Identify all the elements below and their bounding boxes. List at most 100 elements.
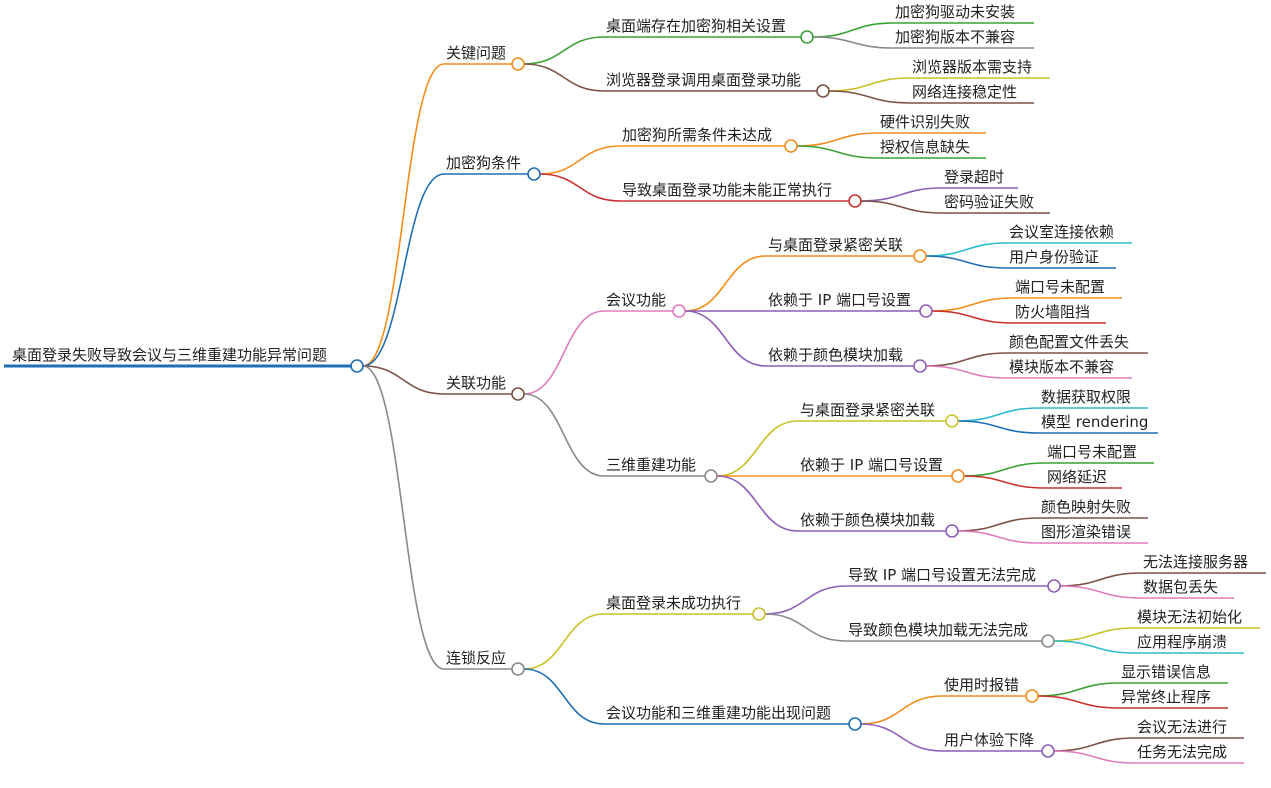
branch-connector [1053,750,1136,764]
leaf-topic-label: 颜色映射失败 [1041,498,1131,516]
branch-topic-label: 依赖于颜色模块加载 [800,511,935,529]
branch-connector [860,723,943,752]
branch-topic-label: 与桌面登录紧密关联 [800,401,935,419]
branch-topic-label: 三维重建功能 [606,456,696,474]
collapse-toggle-icon[interactable] [672,304,686,318]
branch-topic-label: 依赖于颜色模块加载 [768,346,903,364]
branch-connector [828,90,911,104]
collapse-toggle-icon[interactable] [752,607,766,621]
leaf-topic-label: 数据获取权限 [1041,388,1131,406]
branch-connector [860,187,943,202]
branch-topic-label: 浏览器登录调用桌面登录功能 [606,71,801,89]
leaf-topic-label: 会议无法进行 [1137,718,1227,736]
branch-connector [716,475,799,532]
leaf-topic-label: 网络连接稳定性 [912,83,1017,101]
branch-topic-label: 关键问题 [446,44,506,62]
collapse-toggle-icon[interactable] [913,359,927,373]
branch-connector [925,352,1008,367]
collapse-toggle-icon[interactable] [527,167,541,181]
collapse-toggle-icon[interactable] [848,717,862,731]
leaf-topic-label: 模块无法初始化 [1137,608,1242,626]
collapse-toggle-icon[interactable] [511,57,525,71]
leaf-topic-label: 密码验证失败 [944,193,1034,211]
branch-connector [362,63,445,367]
branch-connector [523,613,605,670]
branch-connector [1037,695,1120,709]
collapse-toggle-icon[interactable] [951,469,965,483]
branch-connector [963,475,1046,489]
collapse-toggle-icon[interactable] [784,139,798,153]
leaf-topic-label: 模块版本不兼容 [1009,358,1114,376]
leaf-topic-label: 异常终止程序 [1121,688,1211,706]
branch-connector [362,365,445,670]
branch-connector [925,365,1008,379]
branch-connector [1059,572,1142,587]
mind-map-nodes: 桌面登录失败导致会议与三维重建功能异常问题关键问题桌面端存在加密狗相关设置加密狗… [12,3,1248,761]
branch-connector [957,407,1040,422]
collapse-toggle-icon[interactable] [350,359,364,373]
collapse-toggle-icon[interactable] [1047,579,1061,593]
collapse-toggle-icon[interactable] [1041,634,1055,648]
branch-connector [764,613,847,642]
mind-map-edges [4,22,1266,764]
branch-connector [957,517,1040,532]
collapse-toggle-icon[interactable] [919,304,933,318]
branch-topic-label: 会议功能 [606,291,666,309]
collapse-toggle-icon[interactable] [704,469,718,483]
branch-connector [828,77,911,92]
branch-topic-label: 使用时报错 [944,676,1019,694]
branch-connector [684,310,767,367]
leaf-topic-label: 防火墙阻挡 [1015,303,1090,321]
branch-connector [1037,682,1120,697]
branch-topic-label: 与桌面登录紧密关联 [768,236,903,254]
collapse-toggle-icon[interactable] [913,249,927,263]
branch-connector [523,63,605,92]
branch-connector [812,22,894,38]
collapse-toggle-icon[interactable] [511,662,525,676]
branch-topic-label: 依赖于 IP 端口号设置 [768,291,911,309]
leaf-topic-label: 会议室连接依赖 [1009,223,1114,241]
collapse-toggle-icon[interactable] [1025,689,1039,703]
branch-topic-label: 桌面端存在加密狗相关设置 [606,17,786,35]
branch-connector [539,173,621,202]
branch-topic-label: 导致颜色模块加载无法完成 [848,621,1028,639]
root-topic-label: 桌面登录失败导致会议与三维重建功能异常问题 [12,346,327,364]
leaf-topic-label: 模型 rendering [1041,413,1148,431]
leaf-topic-label: 硬件识别失败 [880,113,970,131]
leaf-topic-label: 应用程序崩溃 [1137,633,1227,651]
branch-connector [1053,640,1136,654]
collapse-toggle-icon[interactable] [800,30,814,44]
branch-connector [925,242,1008,257]
branch-connector [860,695,943,725]
branch-topic-label: 会议功能和三维重建功能出现问题 [606,704,831,722]
branch-topic-label: 加密狗所需条件未达成 [622,126,772,144]
branch-connector [925,255,1008,269]
branch-topic-label: 桌面登录未成功执行 [606,594,741,612]
collapse-toggle-icon[interactable] [1041,744,1055,758]
branch-connector [957,420,1040,434]
branch-topic-label: 导致桌面登录功能未能正常执行 [622,181,832,199]
leaf-topic-label: 加密狗版本不兼容 [895,28,1015,46]
collapse-toggle-icon[interactable] [511,387,525,401]
leaf-topic-label: 端口号未配置 [1047,443,1137,461]
collapse-toggle-icon[interactable] [945,414,959,428]
branch-connector [796,132,879,147]
leaf-topic-label: 浏览器版本需支持 [912,58,1032,76]
branch-topic-label: 加密狗条件 [446,154,521,172]
collapse-toggle-icon[interactable] [848,194,862,208]
branch-connector [1053,737,1136,752]
collapse-toggle-icon[interactable] [945,524,959,538]
branch-connector [931,297,1014,312]
branch-connector [362,173,445,367]
branch-connector [1053,627,1136,642]
branch-connector [362,365,445,395]
branch-connector [523,36,605,65]
branch-connector [716,420,799,477]
branch-connector [931,310,1014,324]
branch-connector [539,145,621,175]
branch-connector [1059,585,1142,599]
collapse-toggle-icon[interactable] [816,84,830,98]
leaf-topic-label: 登录超时 [944,168,1004,186]
branch-connector [963,462,1046,477]
branch-topic-label: 连锁反应 [446,649,506,667]
